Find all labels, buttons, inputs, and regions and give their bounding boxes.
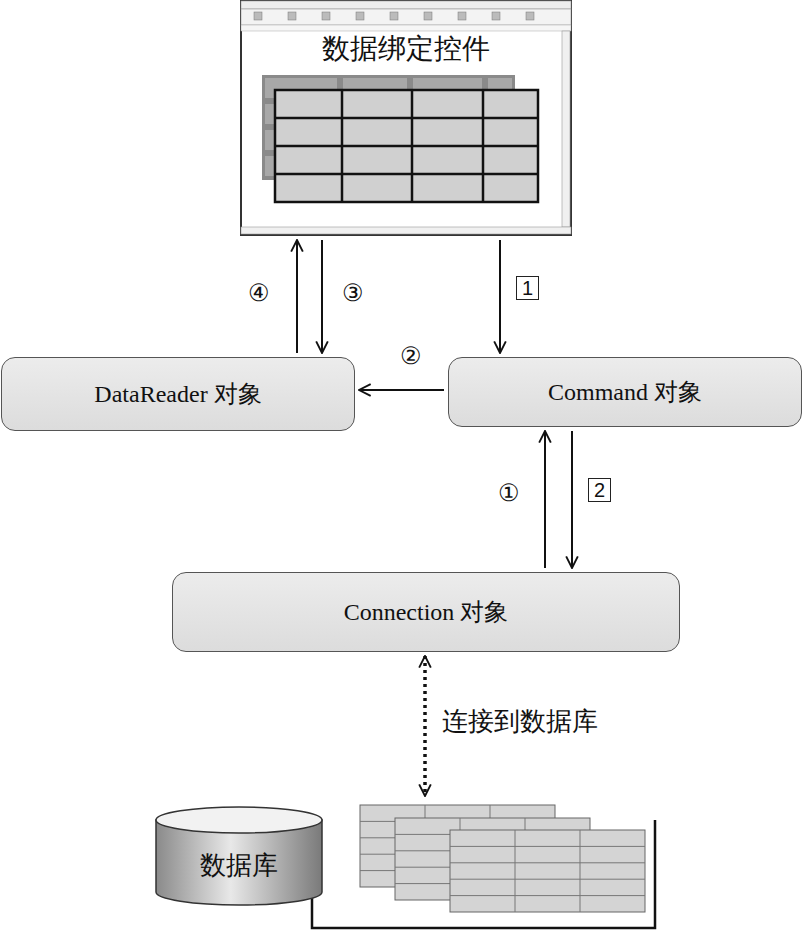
- node-title: 数据库: [156, 848, 322, 883]
- arrow-connector: [571, 431, 573, 568]
- dotted-connector: [423, 656, 427, 796]
- box-label: Connection 对象: [344, 596, 509, 628]
- database: 数据库: [150, 800, 660, 932]
- process-box: Connection 对象: [172, 572, 680, 652]
- connector-label: 连接到数据库: [440, 708, 600, 736]
- box-label: DataReader 对象: [94, 378, 261, 410]
- callout-number: ②: [398, 343, 424, 369]
- callout-number: ③: [340, 280, 366, 306]
- process-box: DataReader 对象: [1, 357, 355, 431]
- boxed-step-number: 1: [516, 276, 539, 300]
- process-box: Command 对象: [448, 357, 802, 427]
- arrow-connector: [544, 431, 546, 568]
- arrow-connector: [296, 240, 298, 353]
- arrow-connector: [321, 240, 323, 353]
- arrow-connector: [499, 240, 501, 353]
- arrow-connector: [359, 389, 444, 391]
- boxed-step-number: 2: [588, 478, 611, 502]
- node-title: 数据绑定控件: [240, 30, 572, 68]
- callout-number: ④: [246, 280, 272, 306]
- box-label: Command 对象: [548, 376, 702, 408]
- data-bound-control: 数据绑定控件: [240, 0, 572, 236]
- callout-number: ①: [496, 480, 522, 506]
